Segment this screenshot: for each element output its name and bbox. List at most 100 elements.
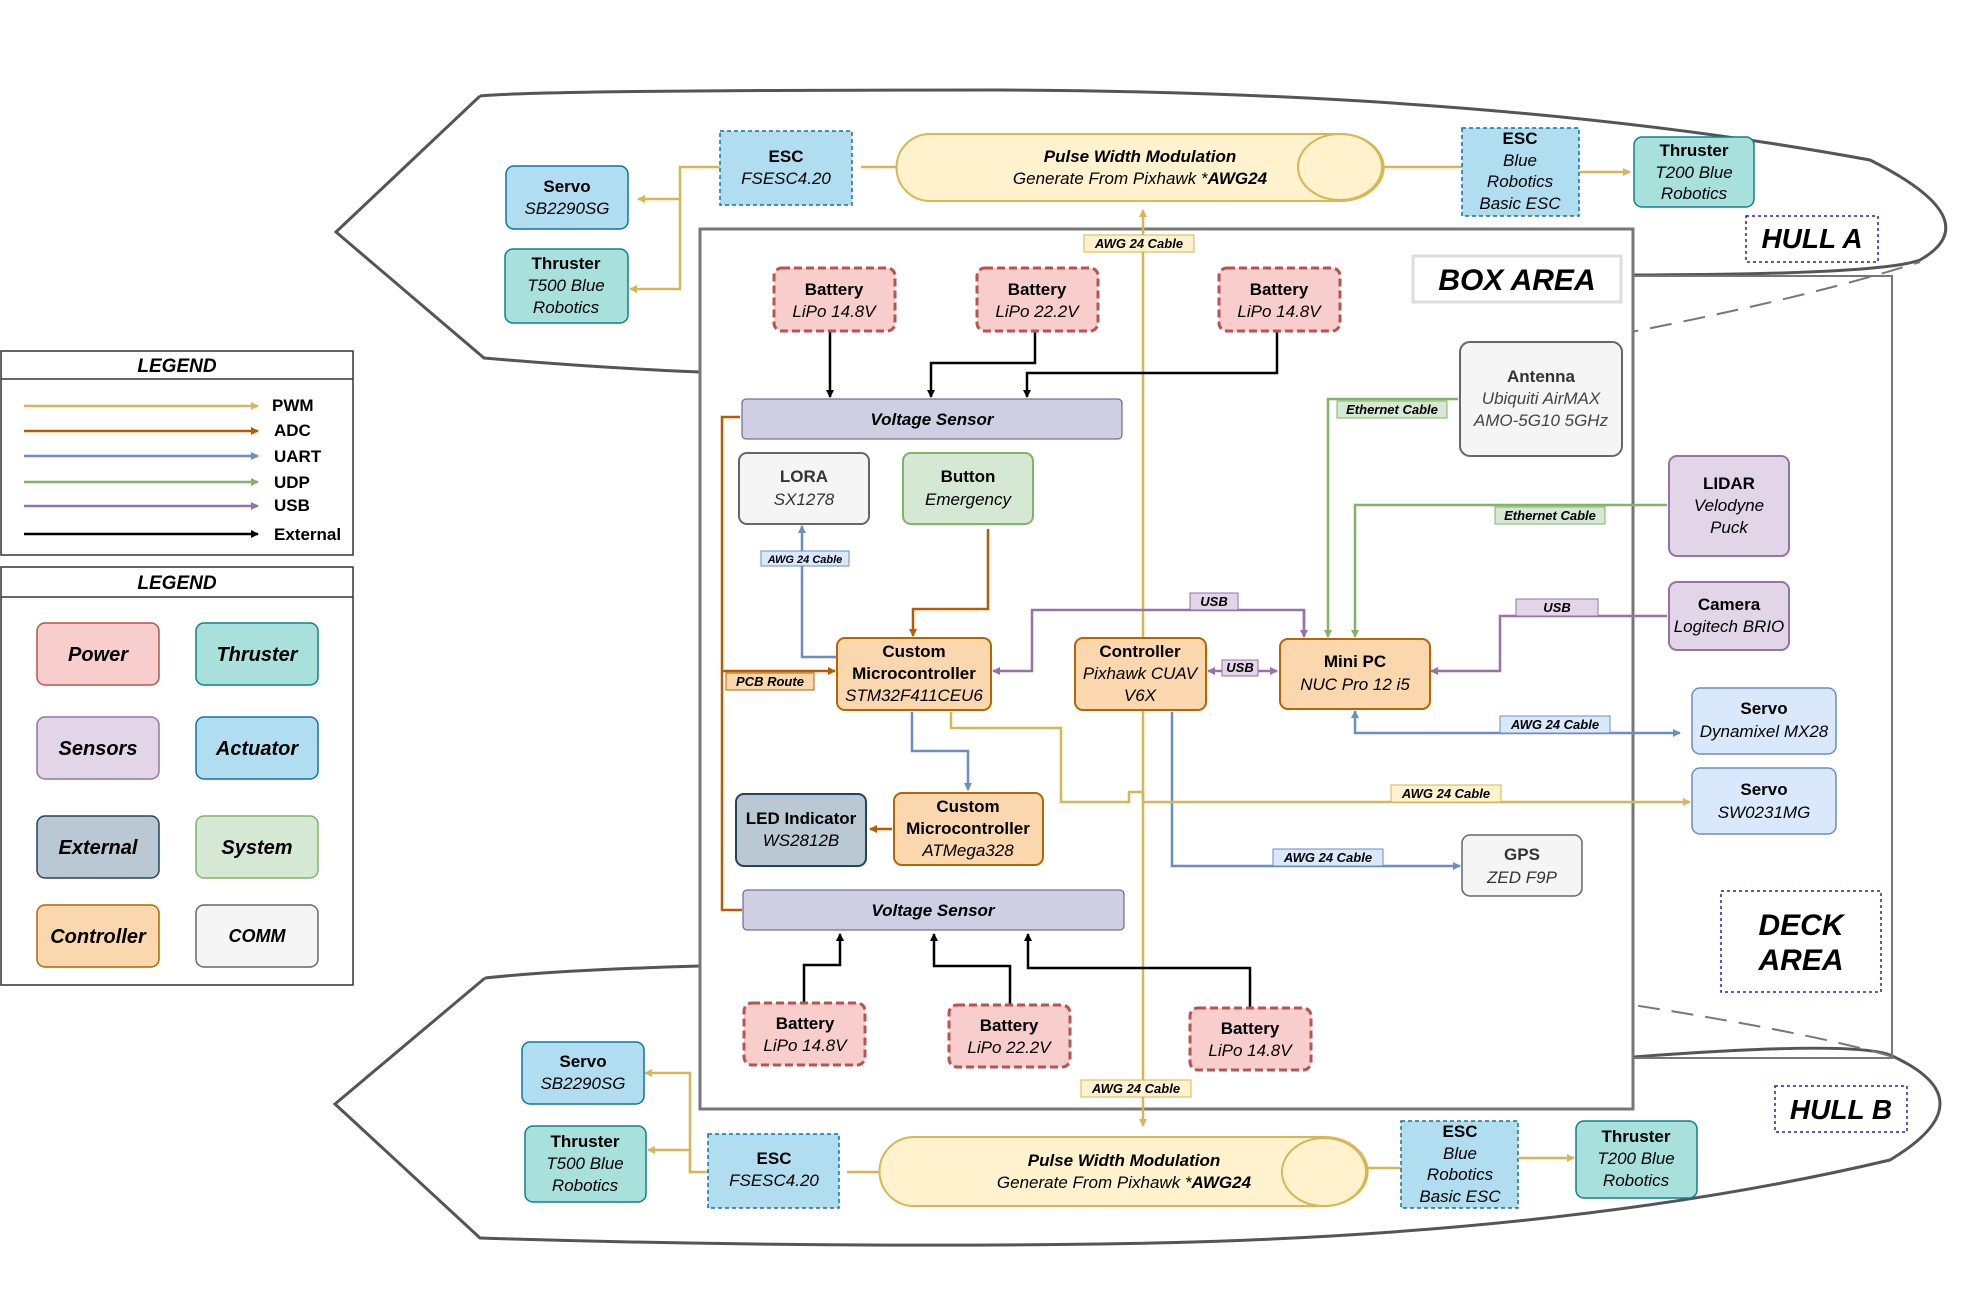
legend-swatch-system — [195, 815, 319, 879]
hull-a-label: HULL A — [1761, 223, 1862, 254]
battery-bottom-middle: Battery LiPo 22.2V — [947, 1003, 1072, 1069]
battery-bottom-right: Battery LiPo 14.8V — [1188, 1006, 1313, 1072]
svg-text:SW0231MG: SW0231MG — [1718, 803, 1811, 822]
svg-text:ESC: ESC — [769, 147, 804, 166]
svg-text:FSESC4.20: FSESC4.20 — [729, 1171, 819, 1190]
hull-b-label: HULL B — [1790, 1094, 1892, 1125]
cable-label-awg24-gps: AWG 24 Cable — [1283, 850, 1372, 865]
thruster-t500-hull-b: Thruster T500 Blue Robotics — [524, 1125, 647, 1203]
legend-controller-label: Controller — [50, 926, 147, 948]
hull-a-label-frame — [1745, 215, 1879, 263]
legend-connections-title: LEGEND — [137, 356, 216, 377]
lidar: LIDAR Velodyne Puck — [1668, 455, 1790, 557]
hull-b-label-frame — [1774, 1085, 1908, 1133]
legend-swatch-actuator — [195, 716, 319, 780]
svg-text:ATMega328: ATMega328 — [921, 841, 1014, 860]
svg-text:LiPo 14.8V: LiPo 14.8V — [763, 1036, 848, 1055]
atmega-microcontroller: Custom Microcontroller ATMega328 — [893, 792, 1044, 866]
deck-area-label-frame — [1720, 890, 1882, 993]
legend-swatch-external — [36, 815, 160, 879]
legend-categories: LEGEND Power Thruster Sensors Actuator E… — [0, 566, 354, 986]
svg-text:Servo: Servo — [1740, 699, 1787, 718]
svg-text:V6X: V6X — [1124, 686, 1157, 705]
cable-label-usb-camera: USB — [1543, 600, 1570, 615]
legend-swatch-power — [36, 622, 160, 686]
mini-pc: Mini PC NUC Pro 12 i5 — [1279, 638, 1431, 710]
svg-text:SB2290SG: SB2290SG — [524, 199, 609, 218]
legend-uart-label: UART — [274, 447, 322, 466]
legend-sensors-label: Sensors — [59, 738, 138, 760]
esc-fsesc-hull-a: ESC FSESC4.20 — [719, 130, 853, 206]
battery-top-right: Battery LiPo 14.8V — [1217, 266, 1342, 333]
legend-power-label: Power — [68, 644, 129, 666]
svg-text:Thruster: Thruster — [551, 1132, 620, 1151]
legend-swatch-controller — [36, 904, 160, 968]
esc-blue-robotics-hull-b: ESC Blue Robotics Basic ESC — [1400, 1120, 1519, 1209]
legend-categories-title: LEGEND — [137, 573, 216, 594]
cable-label-ethernet-lidar: Ethernet Cable — [1504, 508, 1596, 523]
battery-top-middle: Battery LiPo 22.2V — [975, 266, 1100, 333]
nodes: Battery LiPo 14.8V Battery LiPo 22.2V Ba… — [504, 127, 1837, 1209]
svg-text:Voltage Sensor: Voltage Sensor — [870, 410, 995, 429]
pwm-top-subtitle: Generate From Pixhawk *AWG24 — [1013, 169, 1268, 188]
svg-text:Battery: Battery — [980, 1016, 1039, 1035]
svg-text:Battery: Battery — [776, 1014, 835, 1033]
legend-swatch-thruster — [195, 622, 319, 686]
svg-text:Servo: Servo — [559, 1052, 606, 1071]
pixhawk-controller: Controller Pixhawk CUAV V6X — [1074, 637, 1207, 711]
servo-sb2290sg-hull-b: Servo SB2290SG — [521, 1041, 645, 1105]
thruster-t200-hull-b: Thruster T200 Blue Robotics — [1575, 1120, 1698, 1199]
svg-text:T500 Blue: T500 Blue — [527, 276, 605, 295]
deck-area-label-line2: AREA — [1757, 944, 1843, 977]
cable-labels: AWG 24 Cable AWG 24 Cable AWG 24 Cable P… — [725, 234, 1611, 1098]
svg-text:Servo: Servo — [543, 177, 590, 196]
svg-text:Velodyne: Velodyne — [1694, 496, 1764, 515]
svg-text:ESC: ESC — [1503, 129, 1538, 148]
svg-text:LiPo 22.2V: LiPo 22.2V — [967, 1038, 1052, 1057]
svg-text:Robotics: Robotics — [1661, 184, 1728, 203]
svg-text:SB2290SG: SB2290SG — [540, 1074, 625, 1093]
svg-text:Basic ESC: Basic ESC — [1419, 1187, 1501, 1206]
voltage-sensor-top: Voltage Sensor — [741, 398, 1123, 440]
svg-text:Battery: Battery — [1250, 280, 1309, 299]
cable-label-usb-stm: USB — [1200, 594, 1227, 609]
svg-text:Custom: Custom — [882, 642, 945, 661]
svg-text:Camera: Camera — [1698, 595, 1761, 614]
legend-comm-label: COMM — [229, 926, 287, 946]
pwm-generator-top: Pulse Width Modulation Generate From Pix… — [895, 133, 1385, 202]
pwm-bottom-subtitle: Generate From Pixhawk *AWG24 — [997, 1173, 1252, 1192]
legend-usb-label: USB — [274, 496, 310, 515]
svg-text:Blue: Blue — [1503, 151, 1537, 170]
cable-label-pcb-route: PCB Route — [736, 674, 804, 689]
cable-label-awg24-top: AWG 24 Cable — [1094, 236, 1183, 251]
svg-text:LORA: LORA — [780, 467, 828, 486]
svg-text:Thruster: Thruster — [1660, 141, 1729, 160]
servo-dynamixel: Servo Dynamixel MX28 — [1691, 687, 1837, 755]
svg-text:Basic ESC: Basic ESC — [1479, 194, 1561, 213]
svg-text:Thruster: Thruster — [532, 254, 601, 273]
svg-text:Logitech BRIO: Logitech BRIO — [1674, 617, 1785, 636]
svg-text:LiPo 22.2V: LiPo 22.2V — [995, 302, 1080, 321]
box-area-label-frame — [1411, 254, 1623, 304]
svg-text:Battery: Battery — [805, 280, 864, 299]
legend-udp-label: UDP — [274, 473, 310, 492]
svg-text:NUC Pro 12 i5: NUC Pro 12 i5 — [1300, 675, 1410, 694]
deck-area-label-line1: DECK — [1758, 909, 1845, 942]
svg-text:Robotics: Robotics — [552, 1176, 619, 1195]
svg-text:Pixhawk CUAV: Pixhawk CUAV — [1083, 664, 1199, 683]
svg-text:Dynamixel MX28: Dynamixel MX28 — [1700, 722, 1829, 741]
svg-text:ESC: ESC — [757, 1149, 792, 1168]
svg-text:Blue: Blue — [1443, 1144, 1477, 1163]
antenna: Antenna Ubiquiti AirMAX AMO-5G10 5GHz — [1459, 341, 1623, 457]
svg-text:LiPo 14.8V: LiPo 14.8V — [1237, 302, 1322, 321]
cable-label-awg24-dynamixel: AWG 24 Cable — [1510, 717, 1599, 732]
legend-thruster-label: Thruster — [216, 644, 298, 666]
legend-adc-label: ADC — [274, 421, 311, 440]
svg-text:Controller: Controller — [1099, 642, 1181, 661]
cable-label-awg24-bottom: AWG 24 Cable — [1091, 1081, 1180, 1096]
svg-text:Microcontroller: Microcontroller — [906, 819, 1030, 838]
svg-text:Button: Button — [941, 467, 996, 486]
svg-text:Ubiquiti AirMAX: Ubiquiti AirMAX — [1482, 389, 1601, 408]
svg-text:SX1278: SX1278 — [774, 490, 835, 509]
